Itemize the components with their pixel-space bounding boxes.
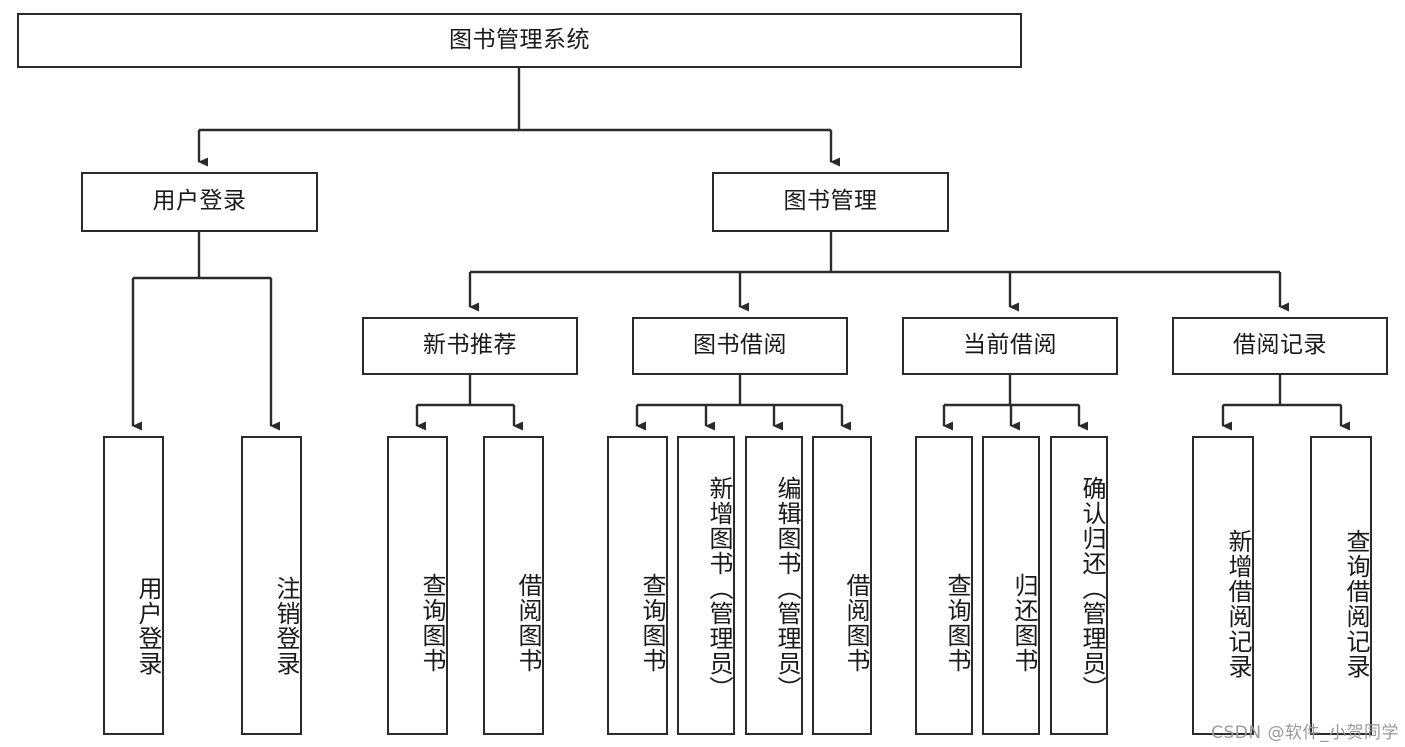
csdn-watermark: CSDN @软件_小贺同学: [1211, 723, 1399, 743]
node-label: 归还图书: [1010, 572, 1038, 673]
node-borrow-record[interactable]: 借阅记录: [1172, 317, 1388, 375]
node-label: 新书推荐: [423, 332, 517, 359]
node-root-system[interactable]: 图书管理系统: [17, 13, 1022, 68]
leaf-borrow-books-recommend[interactable]: 借阅图书: [483, 436, 544, 735]
leaf-query-borrow-record[interactable]: 查询借阅记录: [1310, 436, 1372, 735]
leaf-query-books-borrow[interactable]: 查询图书: [607, 436, 668, 735]
node-label: 借阅图书: [842, 572, 870, 673]
leaf-return-books[interactable]: 归还图书: [982, 436, 1040, 735]
leaf-query-books-current[interactable]: 查询图书: [915, 436, 973, 735]
leaf-user-login[interactable]: 用户登录: [103, 436, 164, 735]
leaf-add-book-admin[interactable]: 新增图书（管理员）: [677, 436, 735, 735]
leaf-query-books-recommend[interactable]: 查询图书: [387, 436, 448, 735]
leaf-borrow-books-borrow[interactable]: 借阅图书: [812, 436, 872, 735]
leaf-logout[interactable]: 注销登录: [241, 436, 302, 735]
node-label: 用户登录: [152, 188, 247, 215]
node-label: 图书借阅: [693, 332, 787, 359]
node-user-login[interactable]: 用户登录: [81, 172, 318, 232]
leaf-edit-book-admin[interactable]: 编辑图书（管理员）: [745, 436, 803, 735]
leaf-add-borrow-record[interactable]: 新增借阅记录: [1192, 436, 1254, 735]
node-label: 用户登录: [134, 575, 162, 676]
node-label: 借阅记录: [1233, 332, 1327, 359]
node-label: 图书管理系统: [449, 26, 590, 53]
node-label: 图书管理: [783, 188, 878, 215]
node-book-borrow[interactable]: 图书借阅: [632, 317, 848, 375]
node-label: 新增图书（管理员）: [705, 476, 733, 701]
node-current-borrow[interactable]: 当前借阅: [902, 317, 1118, 375]
node-label: 新增借阅记录: [1224, 528, 1252, 679]
node-label: 当前借阅: [963, 332, 1057, 359]
node-label: 注销登录: [272, 575, 300, 676]
leaf-confirm-return-admin[interactable]: 确认归还（管理员）: [1050, 436, 1108, 735]
node-book-management[interactable]: 图书管理: [712, 172, 949, 232]
node-label: 借阅图书: [514, 572, 542, 673]
node-label: 确认归还（管理员）: [1078, 476, 1106, 701]
node-new-book-recommend[interactable]: 新书推荐: [362, 317, 578, 375]
node-label: 查询图书: [638, 572, 666, 673]
node-label: 查询图书: [943, 572, 971, 673]
node-label: 查询图书: [418, 572, 446, 673]
node-label: 查询借阅记录: [1342, 528, 1370, 679]
node-label: 编辑图书（管理员）: [773, 476, 801, 701]
